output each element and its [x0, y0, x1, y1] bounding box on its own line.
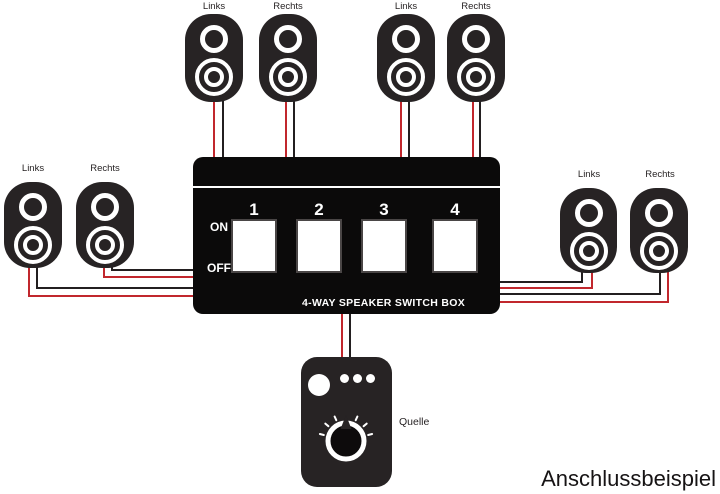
- woofer-icon: [14, 226, 52, 264]
- switch-number-2: 2: [314, 200, 324, 219]
- speaker-label-top-2: Rechts: [273, 1, 303, 12]
- speaker-switch-box: ON OFF 1 2 3 4 4-WAY SPEAKER SWITCH BOX: [193, 157, 500, 314]
- box-divider: [193, 186, 500, 188]
- red-wire: [28, 260, 30, 297]
- red-wire: [103, 276, 196, 278]
- switch-2[interactable]: [296, 219, 342, 273]
- tweeter-icon: [91, 193, 119, 221]
- speaker-right-2: [630, 188, 688, 273]
- speaker-top-2: [259, 14, 317, 102]
- tweeter-icon: [462, 25, 490, 53]
- speaker-left-2: [76, 182, 134, 268]
- black-wire: [497, 293, 661, 295]
- switch-box-title: 4-WAY SPEAKER SWITCH BOX: [302, 297, 465, 309]
- black-wire: [581, 266, 583, 283]
- indicator-light-icon: [366, 374, 375, 383]
- speaker-top-4: [447, 14, 505, 102]
- source-device: [301, 357, 392, 487]
- black-wire: [36, 287, 196, 289]
- switch-number-3: 3: [379, 200, 389, 219]
- red-wire: [497, 301, 669, 303]
- switch-4[interactable]: [432, 219, 478, 273]
- speaker-label-top-1: Links: [202, 1, 226, 12]
- speaker-top-3: [377, 14, 435, 102]
- woofer-icon: [569, 232, 608, 270]
- switch-number-4: 4: [450, 200, 460, 219]
- woofer-icon: [86, 226, 124, 264]
- indicator-light-icon: [353, 374, 362, 383]
- woofer-icon: [269, 58, 307, 96]
- red-wire: [667, 266, 669, 303]
- black-wire: [408, 95, 410, 159]
- woofer-icon: [457, 58, 495, 96]
- woofer-icon: [387, 58, 425, 96]
- red-wire: [497, 287, 593, 289]
- tweeter-icon: [392, 25, 420, 53]
- red-wire: [103, 260, 105, 278]
- woofer-icon: [640, 232, 678, 270]
- power-button-icon: [308, 374, 330, 396]
- red-wire: [472, 95, 474, 159]
- switch-1[interactable]: [231, 219, 277, 273]
- off-label: OFF: [207, 261, 231, 275]
- switch-number-1: 1: [249, 200, 259, 219]
- red-wire: [341, 310, 343, 360]
- red-wire: [28, 295, 196, 297]
- black-wire: [36, 260, 38, 289]
- tweeter-icon: [19, 193, 47, 221]
- black-wire: [222, 95, 224, 159]
- diagram-title: Anschlussbeispiel: [541, 466, 716, 491]
- black-wire: [111, 269, 196, 271]
- speaker-label-left-1: Links: [21, 163, 45, 174]
- speaker-label-top-3: Links: [394, 1, 418, 12]
- speaker-label-top-4: Rechts: [461, 1, 491, 12]
- speaker-left-1: [4, 182, 62, 268]
- speaker-top-1: [185, 14, 243, 102]
- speaker-label-right-2: Rechts: [645, 169, 675, 180]
- black-wire: [479, 95, 481, 159]
- black-wire: [349, 310, 351, 360]
- red-wire: [591, 266, 593, 289]
- switch-3[interactable]: [361, 219, 407, 273]
- indicator-light-icon: [340, 374, 349, 383]
- black-wire: [293, 95, 295, 159]
- speaker-right-1: [560, 188, 617, 273]
- red-wire: [285, 95, 287, 159]
- tweeter-icon: [574, 199, 603, 227]
- woofer-icon: [195, 58, 233, 96]
- tweeter-icon: [200, 25, 228, 53]
- on-label: ON: [210, 220, 228, 234]
- black-wire: [497, 281, 583, 283]
- tweeter-icon: [274, 25, 302, 53]
- tweeter-icon: [645, 199, 673, 227]
- black-wire: [659, 266, 661, 295]
- volume-knob-icon: [318, 415, 374, 462]
- red-wire: [400, 95, 402, 159]
- speaker-label-right-1: Links: [577, 169, 601, 180]
- speaker-label-left-2: Rechts: [90, 163, 120, 174]
- red-wire: [213, 95, 215, 159]
- source-label: Quelle: [399, 416, 430, 428]
